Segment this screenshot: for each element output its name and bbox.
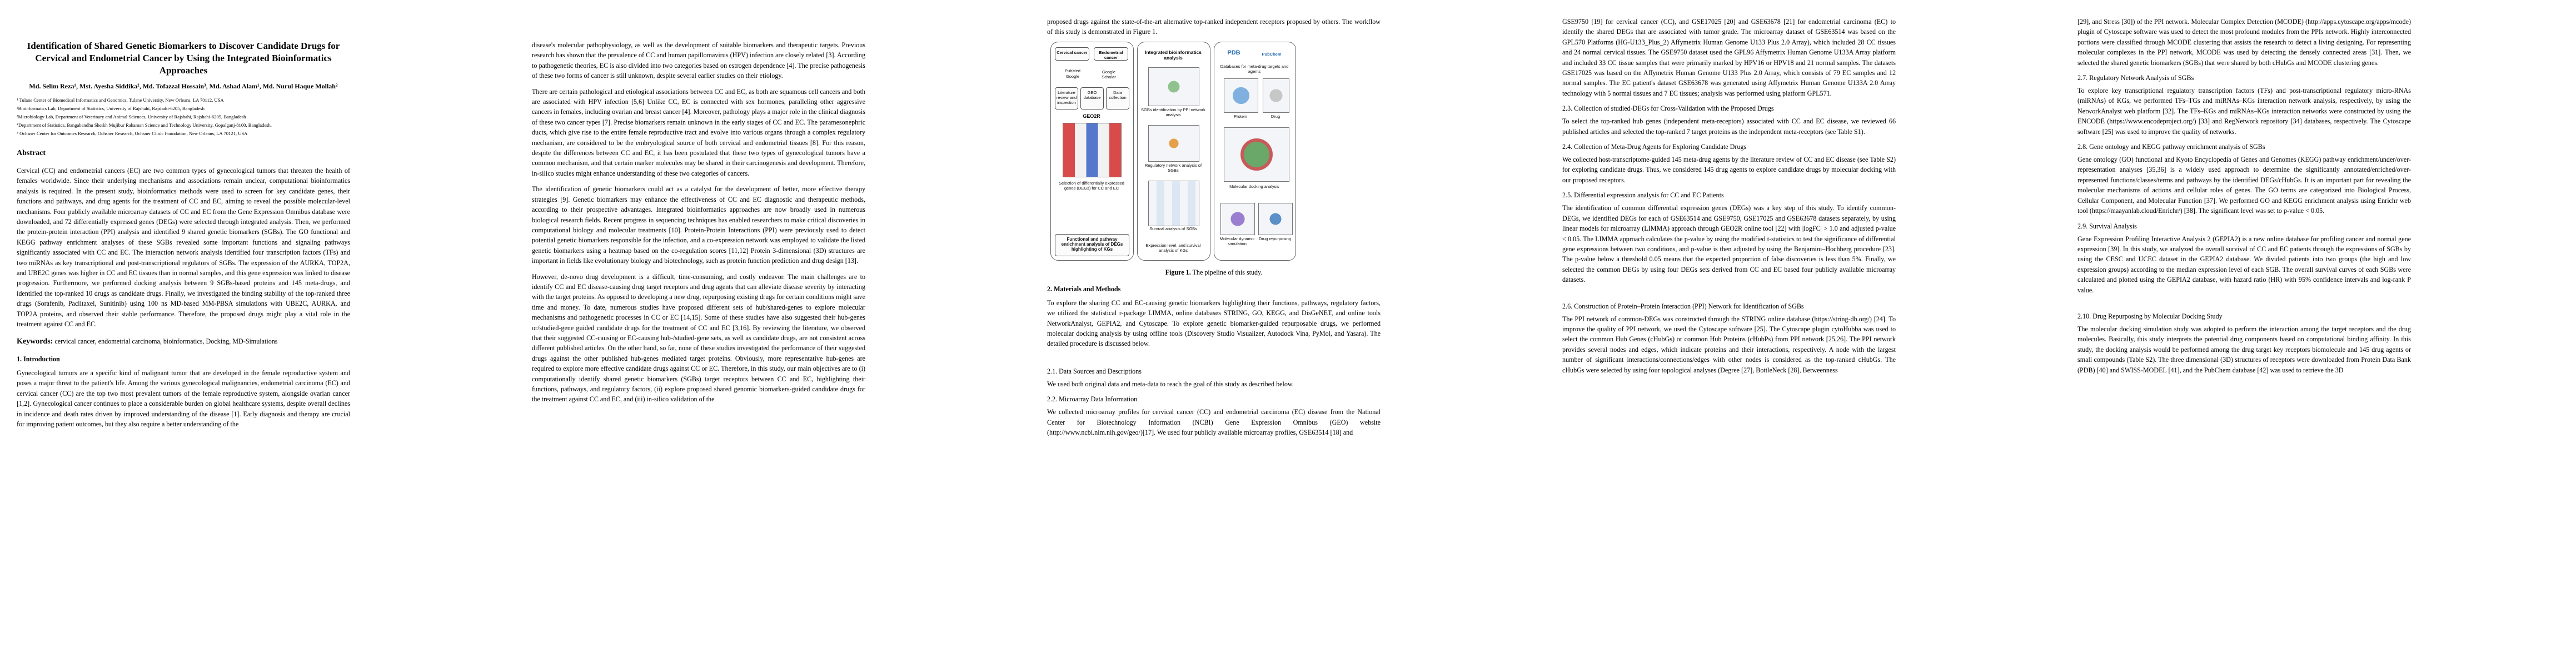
protein-structure-image [1224,78,1258,113]
subsection-heading: 2.3. Collection of studied-DEGs for Cros… [1562,104,1774,113]
drug-repurposing-label: Drug repurposing [1259,236,1291,241]
abstract-heading: Abstract [17,149,46,157]
caption-label: Figure 1. [1165,268,1191,276]
page-5-column: [29], and Stress [30]) of the PPI networ… [2077,17,2411,375]
intro-text: Gynecological tumors are a specific kind… [17,369,350,428]
affiliation: ³Microbiology Lab, Department of Veterin… [17,114,246,120]
drug-label: Drug [1270,113,1280,119]
integrated-analysis-title: Integrated bioinformatics analysis [1144,49,1202,61]
keywords-label: Keywords: [17,337,53,346]
drug-molecule-image [1263,78,1289,113]
docking-image [1224,127,1289,182]
paragraph: The identification of genetic biomarkers… [532,185,865,265]
paragraph: GSE9750 [19] for cervical cancer (CC), a… [1562,18,1896,97]
paragraph: disease's molecular pathophysiology, as … [532,41,865,80]
subsection-text: To select the top-ranked hub genes (inde… [1562,117,1896,136]
google-scholar-label: Google Scholar [1102,69,1116,79]
protein-label: Protein [1234,113,1247,119]
paper-title: Identification of Shared Genetic Biomark… [27,41,340,76]
methods-text: To explore the sharing CC and EC-causing… [1047,298,1381,348]
intro-heading: 1. Introduction [17,355,60,363]
subsection-heading: 2.10. Drug Repurposing by Molecular Dock… [2077,312,2223,320]
subsection-heading: 2.6. Construction of Protein–Protein Int… [1562,302,1804,310]
page-2: disease's molecular pathophysiology, as … [515,0,1030,667]
paragraph: However, de-novo drug development is a d… [532,272,865,404]
pipeline-figure: Cervical cancer Endometrial cancer PubMe… [1050,41,1296,264]
subsection-heading: 2.4. Collection of Meta-Drug Agents for … [1562,143,1747,151]
page-1: Identification of Shared Genetic Biomark… [0,0,515,667]
drug-repurposing-image [1258,202,1293,235]
subsection-heading: 2.7. Regulatory Network Analysis of SGBs [2077,74,2194,82]
subsection-text: Gene Expression Profiling Interactive An… [2077,235,2411,294]
page-5: [29], and Stress [30]) of the PPI networ… [2061,0,2576,667]
keywords-line: Keywords: cervical cancer, endometrial c… [17,336,350,347]
literature-review-box: Literature review and inspection [1055,87,1078,109]
functional-analysis-box: Functional and pathway enrichment analys… [1055,233,1129,256]
keywords-text: cervical cancer, endometrial carcinoma, … [53,337,278,345]
deg-heatmap-image [1063,122,1122,177]
subsection-heading: 2.1. Data Sources and Descriptions [1047,367,1142,375]
google-label: Google [1065,73,1080,79]
survival-plot-image [1148,180,1199,226]
affiliations: ¹ Tulane Center of Biomedical Informatic… [17,96,350,138]
page-4-column: GSE9750 [19] for cervical cancer (CC), a… [1562,17,1896,375]
affiliation: ⁵ Ochsner Center for Outcomes Research, … [17,131,248,136]
md-simulation-image [1220,202,1255,235]
subsection-text: To explore key transcriptional regulator… [2077,87,2411,136]
pdb-label: PDB [1227,49,1240,56]
affiliation: ¹ Tulane Center of Biomedical Informatic… [17,97,224,103]
page-1-column: Identification of Shared Genetic Biomark… [17,40,350,429]
paragraph: There are certain pathological and etiol… [532,87,865,177]
expression-survival-label: Expression level, and survival analysis … [1145,242,1201,253]
subsection-text: Gene ontology (GO) functional and Kyoto … [2077,156,2411,215]
subsection-text: We collected host-transcriptome-guided 1… [1562,156,1896,184]
data-collection-box: Data collection [1106,87,1129,109]
page-3-column: proposed drugs against the state-of-the-… [1047,17,1381,437]
subsection-text: We collected microarray profiles for cer… [1047,408,1381,437]
caption-text: The pipeline of this study. [1190,268,1263,276]
page-2-column: disease's molecular pathophysiology, as … [532,40,865,405]
pubmed-label: PubMed [1065,68,1080,73]
subsection-heading: 2.9. Survival Analysis [2077,222,2137,230]
databases-label: Databases for meta-drug targets and agen… [1220,63,1289,74]
intro-text: proposed drugs against the state-of-the-… [1047,18,1381,36]
deg-selection-label: Selection of differentially expressed ge… [1059,180,1124,191]
geo2r-label: GEO2R [1083,113,1100,119]
author-list: Md. Selim Reza¹, Mst. Ayesha Siddika², M… [29,82,338,90]
pubchem-label: PubChem [1262,51,1282,57]
subsection-heading: 2.8. Gene ontology and KEGG pathway enri… [2077,143,2265,151]
regulatory-network-image [1148,125,1199,162]
abstract-text: Cervical (CC) and endometrial cancers (E… [17,167,350,328]
subsection-text: The PPI network of common-DEGs was const… [1562,315,1896,374]
section-heading: 2. Materials and Methods [1047,285,1121,293]
affiliation: ⁴Department of Statistics, Bangabandhu S… [17,122,272,128]
regulatory-network-label: Regulatory network analysis of SGBs [1144,162,1202,173]
subsection-heading: 2.5. Differential expression analysis fo… [1562,191,1724,200]
subsection-heading: 2.2. Microarray Data Information [1047,395,1138,404]
subsection-text: The molecular docking simulation study w… [2077,325,2411,374]
survival-analysis-label: Survival analysis of SGBs [1149,226,1197,231]
paragraph: [29], and Stress [30]) of the PPI networ… [2077,18,2411,67]
docking-label: Molecular docking analysis [1229,183,1279,189]
affiliation: ²Bioinformatics Lab, Department of Stati… [17,106,205,111]
ppi-network-image [1148,67,1199,106]
sgbs-identification-label: SGBs identification by PPI network analy… [1141,107,1205,117]
subsection-text: We used both original data and meta-data… [1047,380,1294,388]
subsection-text: The identification of common differentia… [1562,204,1896,284]
page-4: GSE9750 [19] for cervical cancer (CC), a… [1546,0,2061,667]
cervical-cancer-box: Cervical cancer [1055,47,1089,61]
geo-database-box: GEO database [1080,87,1104,109]
endometrial-cancer-box: Endometrial cancer [1094,47,1128,61]
md-simulation-label: Molecular dynamic simulation [1219,236,1255,246]
figure-caption: Figure 1. The pipeline of this study. [1047,268,1381,277]
page-3: proposed drugs against the state-of-the-… [1030,0,1546,667]
